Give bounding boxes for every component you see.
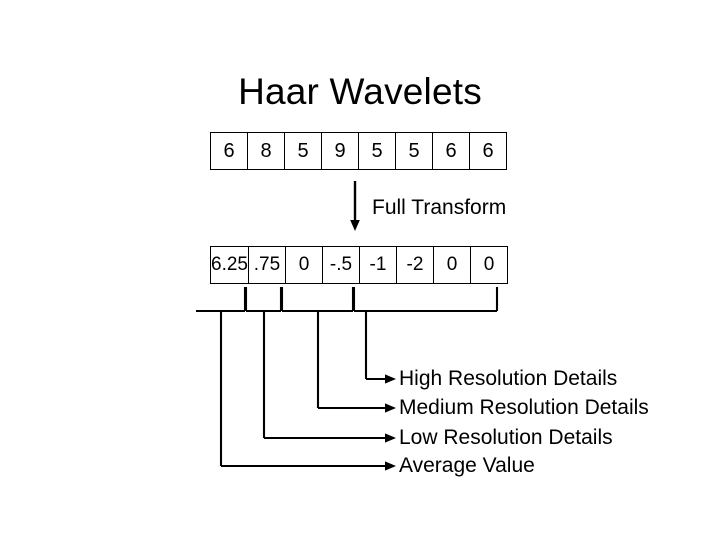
- coeff-cell-4: -1: [358, 246, 397, 284]
- label-average-value: Average Value: [399, 454, 535, 477]
- coeff-cell-7: 0: [469, 246, 508, 284]
- table-row: 6.25 .75 0 -.5 -1 -2 0 0: [210, 246, 508, 284]
- input-cell-5: 5: [395, 132, 433, 170]
- transform-coefficients-row: 6.25 .75 0 -.5 -1 -2 0 0: [210, 246, 508, 284]
- page-title: Haar Wavelets: [238, 71, 482, 112]
- coeff-cell-0: 6.25: [210, 246, 249, 284]
- leader-low-resolution: [262, 311, 396, 443]
- bracket-medium-resolution: [280, 287, 355, 313]
- input-signal-row: 6 8 5 9 5 5 6 6: [210, 132, 507, 170]
- bracket-high-resolution: [352, 287, 499, 313]
- leader-medium-resolution: [316, 311, 396, 413]
- bracket-average-value: [196, 287, 247, 313]
- bracket-low-resolution: [244, 287, 283, 313]
- input-cell-3: 9: [321, 132, 359, 170]
- coeff-cell-3: -.5: [321, 246, 360, 284]
- full-transform-label: Full Transform: [372, 196, 507, 219]
- label-low-resolution-details: Low Resolution Details: [399, 426, 613, 449]
- input-cell-1: 8: [247, 132, 285, 170]
- coeff-cell-1: .75: [247, 246, 286, 284]
- input-cell-7: 6: [469, 132, 507, 170]
- leader-high-resolution: [364, 311, 396, 384]
- input-cell-0: 6: [210, 132, 248, 170]
- label-high-resolution-details: High Resolution Details: [399, 367, 618, 390]
- coeff-cell-5: -2: [395, 246, 434, 284]
- arrow-down-icon: [350, 181, 360, 231]
- label-medium-resolution-details: Medium Resolution Details: [399, 396, 649, 419]
- coeff-cell-2: 0: [284, 246, 323, 284]
- leader-average-value: [219, 311, 396, 471]
- coeff-cell-6: 0: [432, 246, 471, 284]
- table-row: 6 8 5 9 5 5 6 6: [210, 132, 507, 170]
- input-cell-4: 5: [358, 132, 396, 170]
- input-cell-2: 5: [284, 132, 322, 170]
- input-cell-6: 6: [432, 132, 470, 170]
